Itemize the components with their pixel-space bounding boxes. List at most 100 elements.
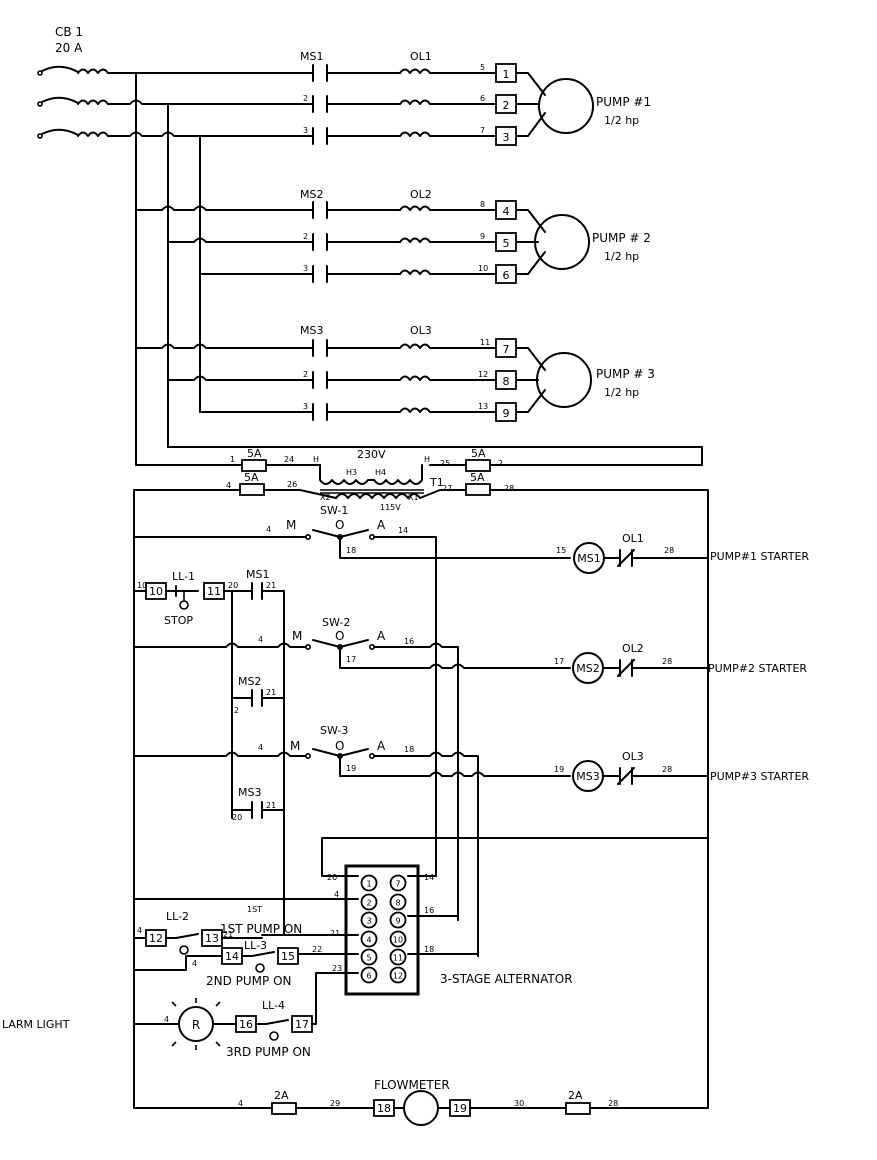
svg-text:15: 15 [556,546,566,555]
fuse-5a-top-left [241,459,267,472]
svg-text:2A: 2A [274,1089,289,1102]
alternator-terminal-label: 9 [395,917,400,926]
flowmeter-rung: 4 2A 29 18 FLOWMETER 19 30 2A 28 [238,1078,709,1126]
svg-text:5A: 5A [247,447,262,460]
alarm-light-label: LARM LIGHT [2,1018,70,1031]
phase-wire-p1-2: 2 [303,94,308,103]
svg-text:29: 29 [330,1099,340,1108]
svg-text:15: 15 [281,950,295,963]
alternator-terminal-9 [389,911,407,929]
svg-text:17: 17 [346,655,356,664]
sw-1-label: SW-1 [320,504,348,517]
svg-text:18: 18 [346,546,356,555]
svg-text:20: 20 [327,873,337,882]
phase-wire-p3-3: 3 [303,402,308,411]
svg-text:H: H [313,455,319,464]
svg-text:16: 16 [239,1018,253,1031]
phase-wire-p2-3: 3 [303,264,308,273]
alternator-terminal-10 [389,930,407,948]
terminal-2 [495,94,517,114]
ll-1-caption: STOP [164,614,193,627]
svg-text:4: 4 [137,926,142,935]
overload-label-ol1: OL1 [410,50,432,63]
svg-text:18: 18 [377,1102,391,1115]
svg-text:4: 4 [164,1015,169,1024]
svg-text:5A: 5A [244,471,259,484]
svg-text:1: 1 [230,455,235,464]
svg-text:R: R [192,1018,200,1032]
svg-text:24: 24 [284,455,294,464]
flowmeter-symbol [403,1090,439,1126]
ll-3-rung: 4 14 LL-3 15 2ND PUMP ON [133,939,299,988]
svg-text:20: 20 [232,813,242,822]
svg-text:MS2: MS2 [576,662,599,675]
phase-wire-p1-3: 3 [303,126,308,135]
phase-wire-p3-2: 2 [303,370,308,379]
terminal-5 [495,232,517,252]
svg-text:14: 14 [398,526,408,535]
svg-text:21: 21 [266,688,276,697]
ll-1-rung: 10 10 LL-1 11 STOP 20 21 MS1 [133,568,285,936]
svg-text:12: 12 [149,932,163,945]
control-transformer: 5A 1 24 5A 25 2 230V H H H3 H4 X2 X1 115… [133,447,709,1109]
aux-ms2-label: MS2 [238,675,261,688]
svg-text:5: 5 [503,237,510,250]
svg-text:18: 18 [404,745,414,754]
alternator-terminal-7 [389,874,407,892]
sw-3-label: SW-3 [320,724,348,737]
svg-text:A: A [377,739,386,753]
svg-text:4: 4 [238,1099,243,1108]
sw-2-rung: 4 M SW-2 O A 16 17 17 MS2 OL2 28 PUMP#2 … [133,616,807,921]
fuse-5a-bottom-left [239,483,265,496]
svg-text:OL1: OL1 [622,532,644,545]
alternator-terminal-label: 10 [393,936,403,945]
alternator-terminal-label: 11 [393,954,403,963]
fuse-2a-right [565,1102,591,1115]
pump-1-starter-label: PUMP#1 STARTER [710,550,809,563]
overload-label-ol3: OL3 [410,324,432,337]
wire-10: 10 [478,264,488,273]
starter-label-ms1: MS1 [300,50,323,63]
terminal-7 [495,338,517,358]
svg-text:13: 13 [205,932,219,945]
svg-text:MS3: MS3 [576,770,599,783]
svg-text:21: 21 [223,930,233,939]
svg-text:16: 16 [404,637,414,646]
alternator-terminal-1 [360,874,378,892]
svg-text:X2: X2 [320,493,331,502]
aux-ms1-label: MS1 [246,568,269,581]
ll-2-label: LL-2 [166,910,189,923]
svg-text:22: 22 [312,945,322,954]
control-left-rail [133,489,273,1109]
transformer-name: T1 [429,476,444,489]
svg-text:H: H [424,455,430,464]
ll-4-label: LL-4 [262,999,285,1012]
svg-text:7: 7 [503,343,510,356]
wire-5: 5 [480,63,485,72]
svg-text:19: 19 [453,1102,467,1115]
svg-text:20: 20 [228,581,238,590]
sw-3-rung: 4 M SW-3 O A 18 19 19 MS3 OL3 28 PUMP#3 … [133,724,809,957]
pump-2-motor [534,214,590,270]
svg-text:8: 8 [503,375,510,388]
svg-text:H3: H3 [346,468,357,477]
svg-text:17: 17 [554,657,564,666]
svg-text:21: 21 [266,581,276,590]
starter-label-ms3: MS3 [300,324,323,337]
wire-13: 13 [478,402,488,411]
svg-text:3: 3 [503,131,510,144]
pump-2-circuit: MS2 OL2 2 3 8 9 10 4 5 6 PUMP # 2 1/2 hp [299,188,651,284]
fuse-5a-top-right [465,459,491,472]
svg-text:16: 16 [424,906,434,915]
svg-text:6: 6 [503,269,510,282]
alternator-terminal-label: 2 [366,899,371,908]
svg-text:4: 4 [226,481,231,490]
svg-text:O: O [335,739,344,753]
wire-6: 6 [480,94,485,103]
pump-3-circuit: MS3 OL3 2 3 11 12 13 7 8 9 PUMP # 3 1/2 … [299,324,655,422]
svg-text:28: 28 [664,546,674,555]
alternator-terminal-label: 4 [366,936,371,945]
alternator-terminal-label: 12 [393,972,403,981]
sw-1-rung: 4 M SW-1 O A 14 18 15 MS1 OL1 28 PUMP#1 … [133,504,809,854]
pump-2-label: PUMP # 2 [592,231,651,245]
